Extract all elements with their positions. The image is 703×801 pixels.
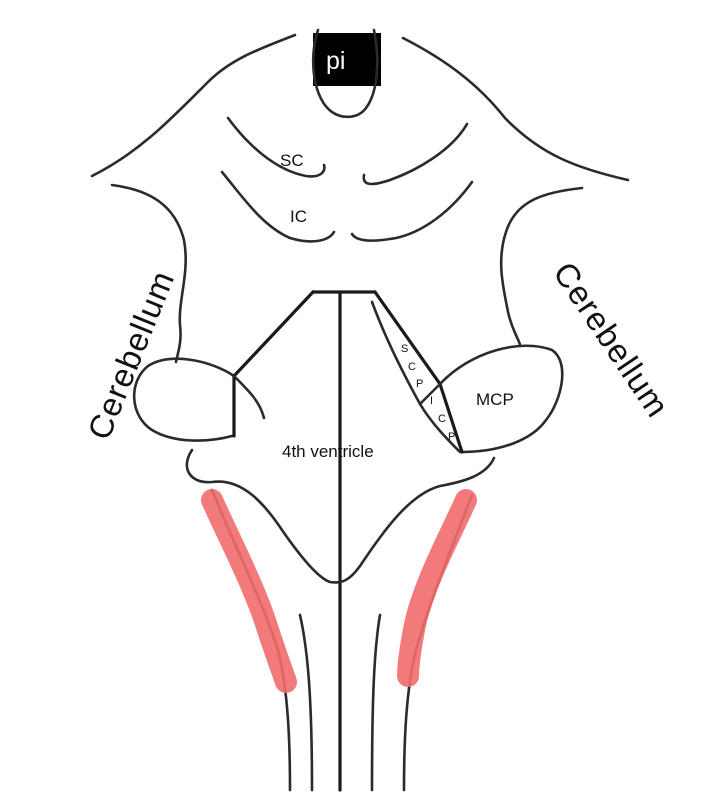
- scp-letter-s: S: [401, 343, 408, 355]
- right-scp-outer-line: [373, 290, 464, 454]
- scp-letter-c: C: [408, 361, 416, 373]
- icp-letter-c: C: [438, 413, 446, 425]
- left-icp-line: [232, 374, 266, 420]
- right-scp-icp-divider: [418, 382, 442, 406]
- inferior-colliculus-label: IC: [290, 207, 307, 226]
- left-scp-boundary: [232, 290, 315, 438]
- superior-colliculus-right-outline: [362, 122, 469, 186]
- inferior-colliculus-left-outline: [220, 170, 336, 243]
- fourth-ventricle-floor-outline: [185, 448, 496, 584]
- medulla-left-inner: [298, 613, 314, 792]
- icp-letter-i: I: [430, 395, 433, 407]
- right-cerebellar-margin: [499, 186, 584, 347]
- inferior-colliculus-right-outline: [350, 180, 474, 242]
- left-highlighted-tract: [201, 489, 297, 693]
- cerebellum-right-label: Cerebellum: [546, 255, 677, 424]
- midbrain-outline-left: [90, 33, 297, 178]
- midbrain-outline-right: [401, 36, 630, 182]
- left-mcp-outline: [132, 357, 236, 442]
- cerebellum-left-label: Cerebellum: [80, 265, 181, 445]
- right-highlighted-tract: [397, 489, 477, 687]
- pineal-label: pi: [326, 47, 345, 75]
- icp-letter-p: P: [448, 431, 455, 443]
- pineal-body-outline: [311, 28, 379, 119]
- pineal-label-box: [313, 33, 381, 86]
- medulla-right-inner: [370, 613, 382, 792]
- superior-colliculus-label: SC: [280, 151, 304, 170]
- fourth-ventricle-label: 4th ventricle: [282, 442, 374, 461]
- superior-colliculus-left-outline: [226, 116, 326, 178]
- right-scp-inner-line: [370, 300, 462, 454]
- left-cerebellar-margin: [110, 183, 187, 364]
- scp-letter-p: P: [416, 378, 423, 390]
- right-mcp-outline: [438, 344, 564, 454]
- mcp-label: MCP: [476, 390, 514, 409]
